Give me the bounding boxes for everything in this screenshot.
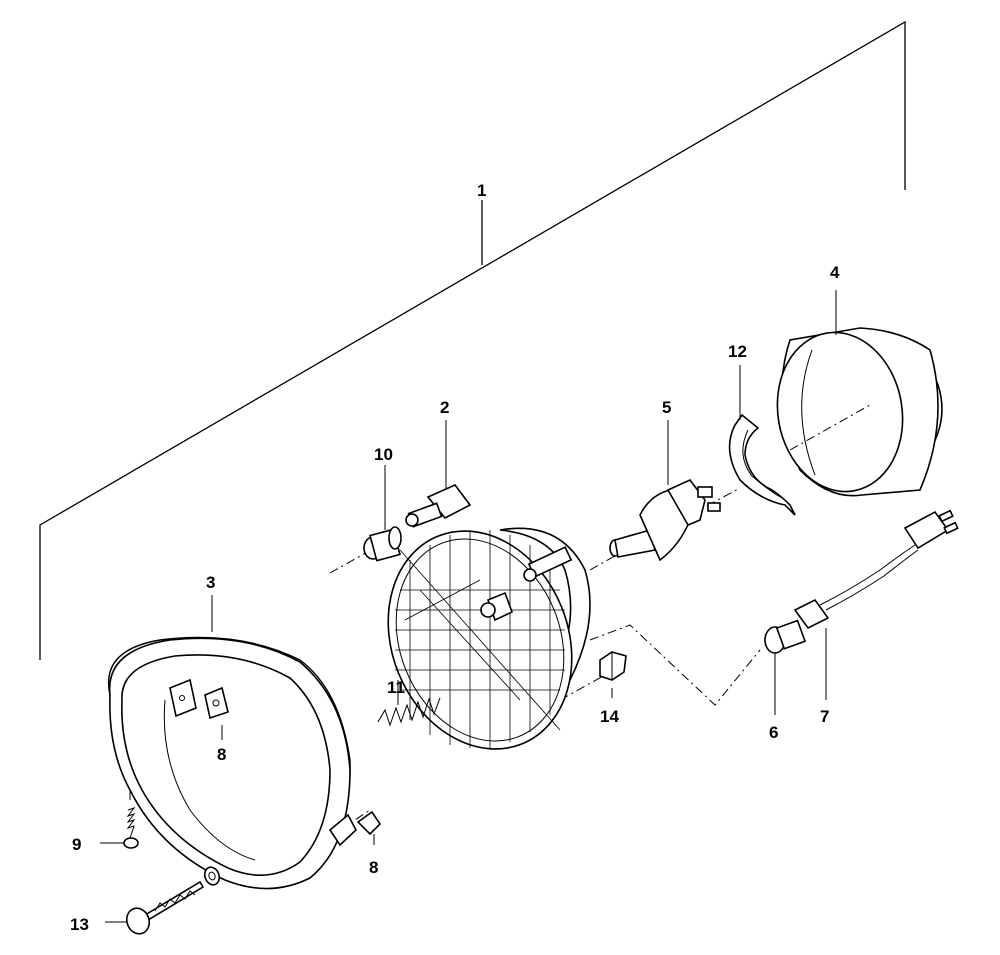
part-9-screw bbox=[100, 807, 139, 849]
callout-14: 14 bbox=[600, 707, 619, 726]
part-4-rear-shell bbox=[776, 290, 943, 497]
callout-2: 2 bbox=[440, 398, 449, 417]
part-3-headlight-rim bbox=[108, 595, 357, 890]
callout-11: 11 bbox=[387, 678, 405, 697]
callout-1: 1 bbox=[477, 181, 486, 200]
part-14-square-nut bbox=[599, 651, 627, 698]
callout-5: 5 bbox=[662, 398, 671, 417]
assembly-bracket-1 bbox=[39, 20, 906, 660]
callout-10: 10 bbox=[374, 445, 393, 464]
part-7-wiring-harness bbox=[793, 509, 959, 700]
part-2-headlight-unit bbox=[387, 420, 591, 750]
callout-8a: 8 bbox=[217, 745, 226, 764]
part-8-clip-b bbox=[356, 810, 382, 845]
part-10-parking-bulb-socket bbox=[363, 465, 402, 562]
callout-4: 4 bbox=[830, 263, 840, 282]
part-13-mounting-bolt bbox=[105, 866, 221, 935]
callout-13: 13 bbox=[70, 915, 89, 934]
part-12-bulb-retainer-ring bbox=[728, 365, 796, 516]
callout-9: 9 bbox=[72, 835, 81, 854]
callout-3: 3 bbox=[206, 573, 215, 592]
part-11-adjusting-spring bbox=[377, 680, 441, 727]
callout-12: 12 bbox=[728, 342, 747, 361]
callout-6: 6 bbox=[769, 723, 778, 742]
part-6-position-bulb bbox=[764, 619, 807, 715]
part-5-headlight-bulb bbox=[609, 420, 721, 562]
callout-8b: 8 bbox=[369, 858, 378, 877]
callout-7: 7 bbox=[820, 707, 829, 726]
